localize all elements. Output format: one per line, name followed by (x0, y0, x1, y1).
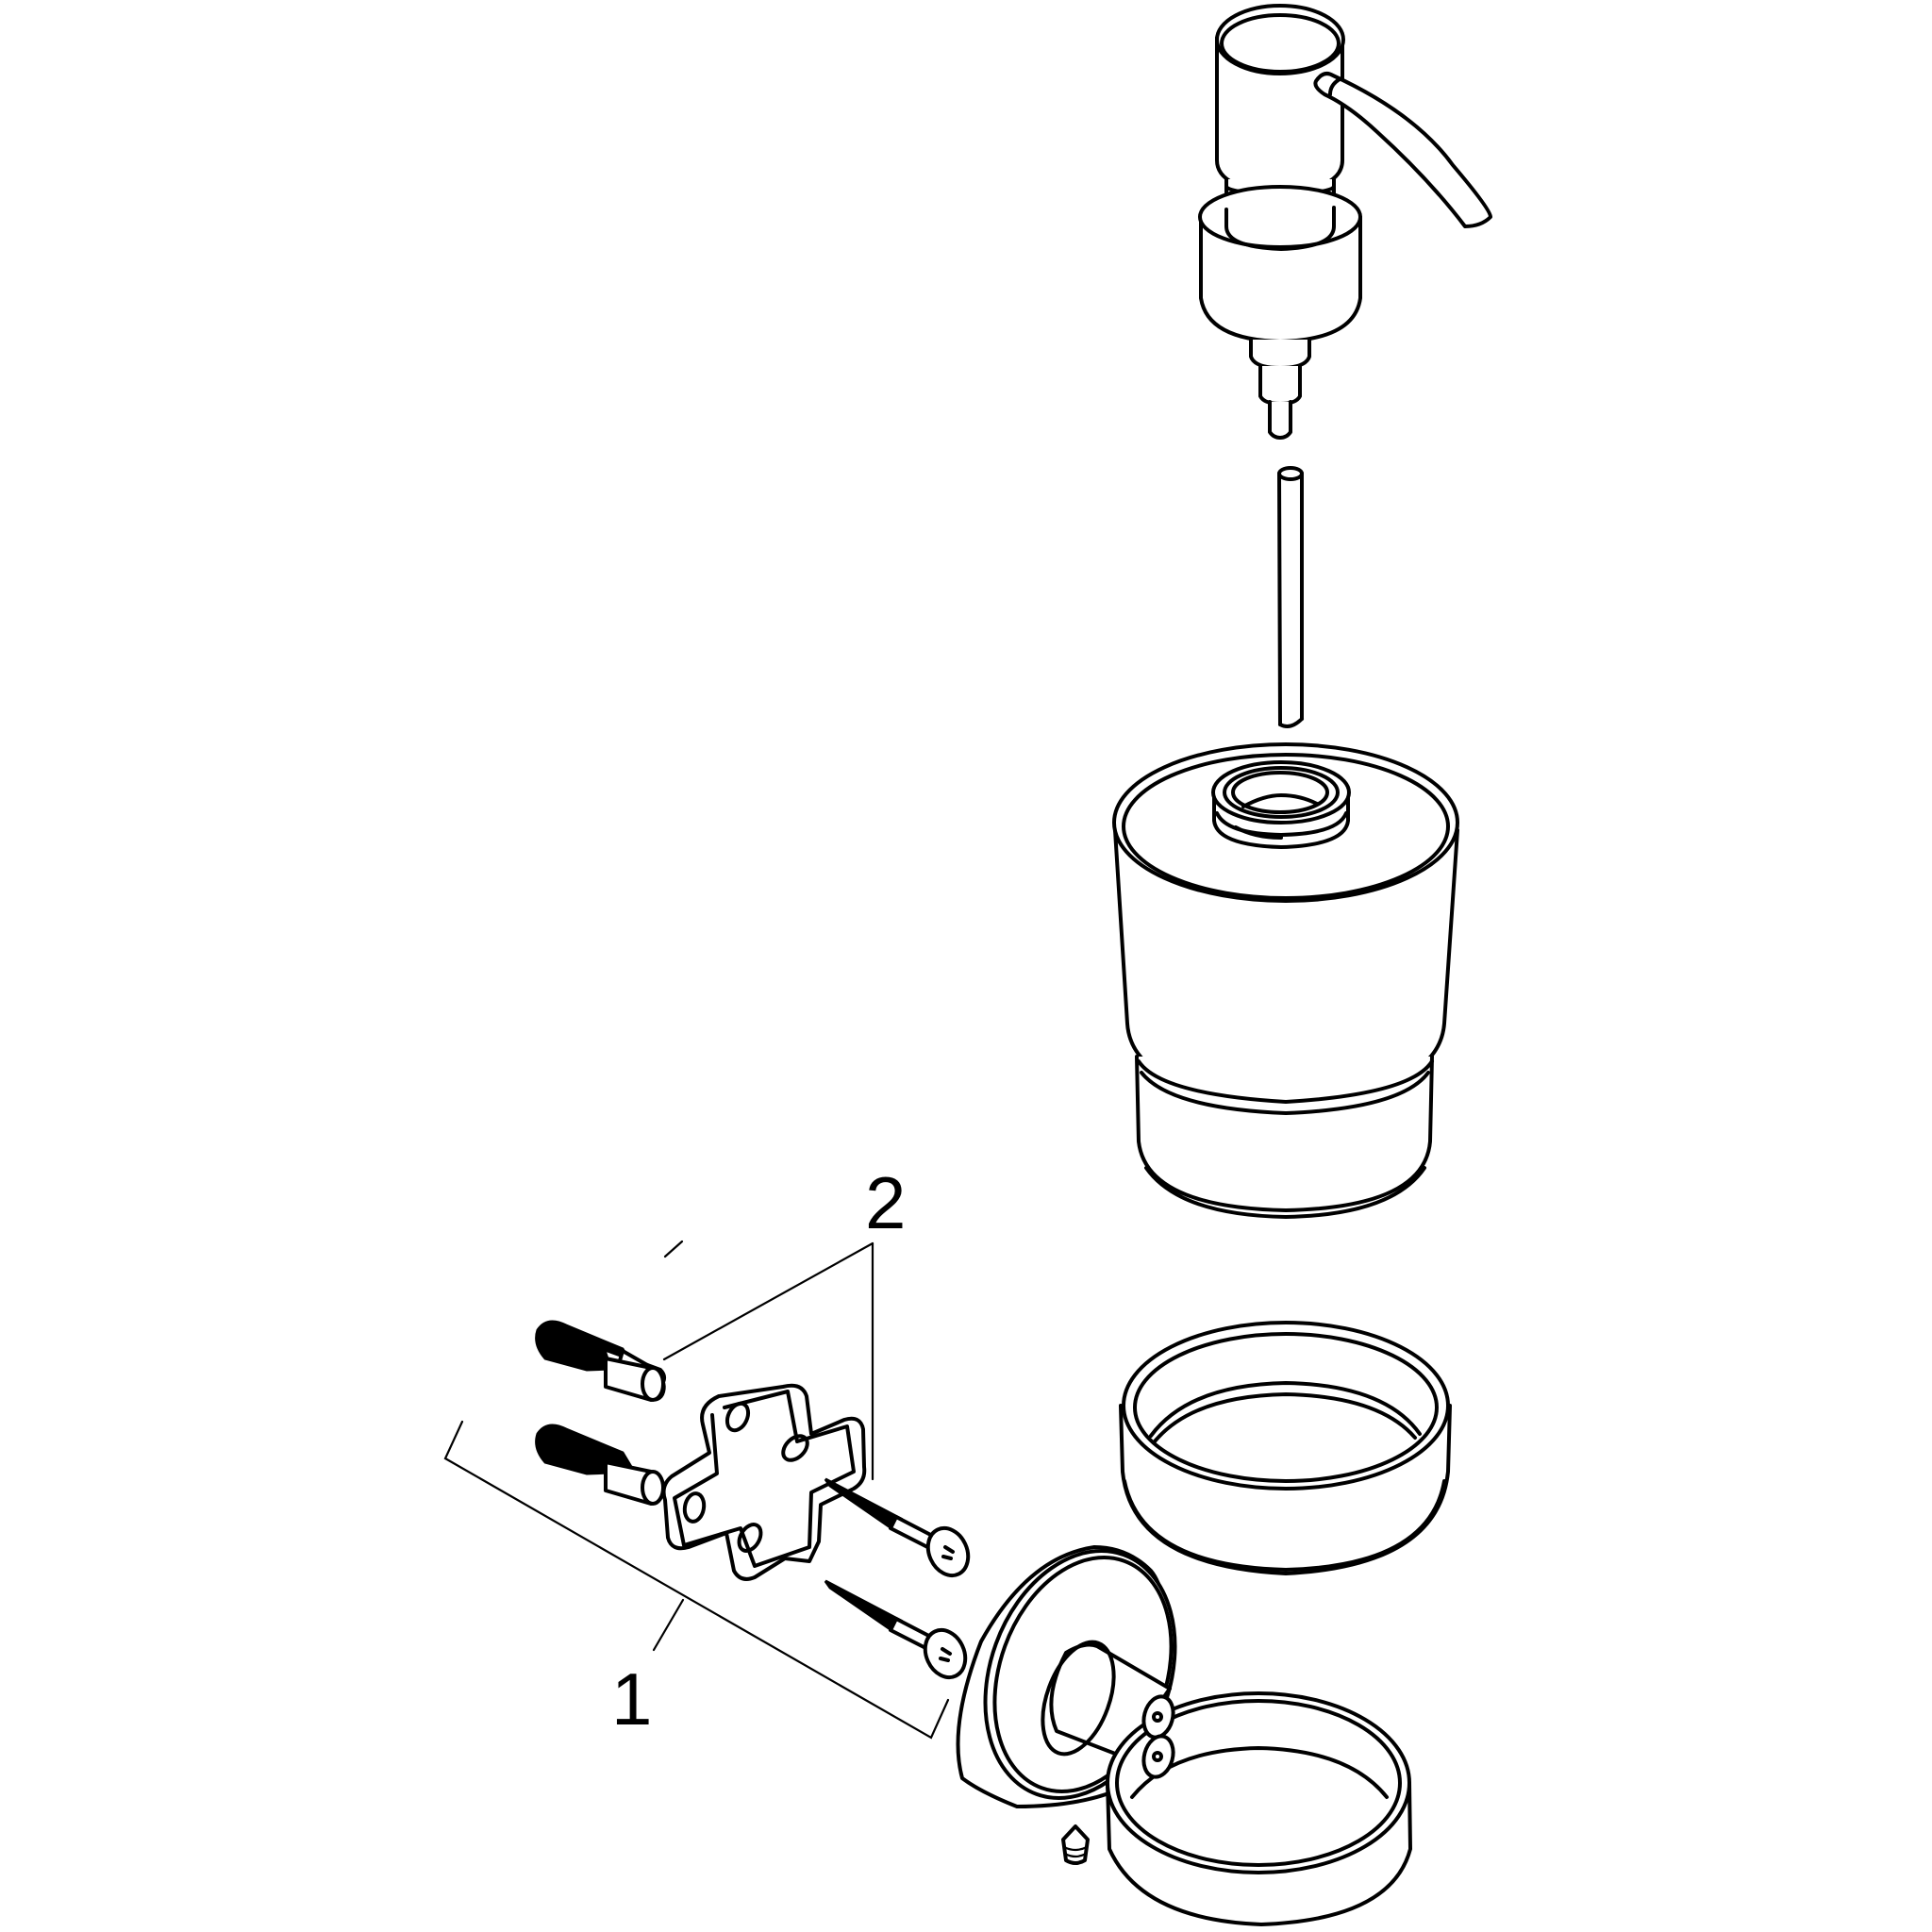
callout-2-leader (662, 1240, 874, 1481)
callout-1-bracket (443, 1420, 950, 1740)
wood-screws (824, 1477, 971, 1680)
pump-head (1198, 4, 1492, 440)
mounting-plate (661, 1383, 867, 1581)
dip-tube (1277, 466, 1304, 728)
wall-plugs (535, 1320, 666, 1506)
wall-plug-lower (535, 1424, 665, 1506)
wood-screw-lower (824, 1579, 968, 1680)
glass-container (1112, 742, 1459, 1219)
callout-label-2: 2 (865, 1161, 907, 1244)
wall-bracket (956, 1545, 1412, 1926)
wall-plug-upper (535, 1320, 666, 1402)
retaining-ring (1119, 1321, 1452, 1575)
wood-screw-upper (824, 1477, 971, 1578)
grub-screw (1061, 1824, 1090, 1865)
callout-label-1: 1 (611, 1657, 653, 1740)
